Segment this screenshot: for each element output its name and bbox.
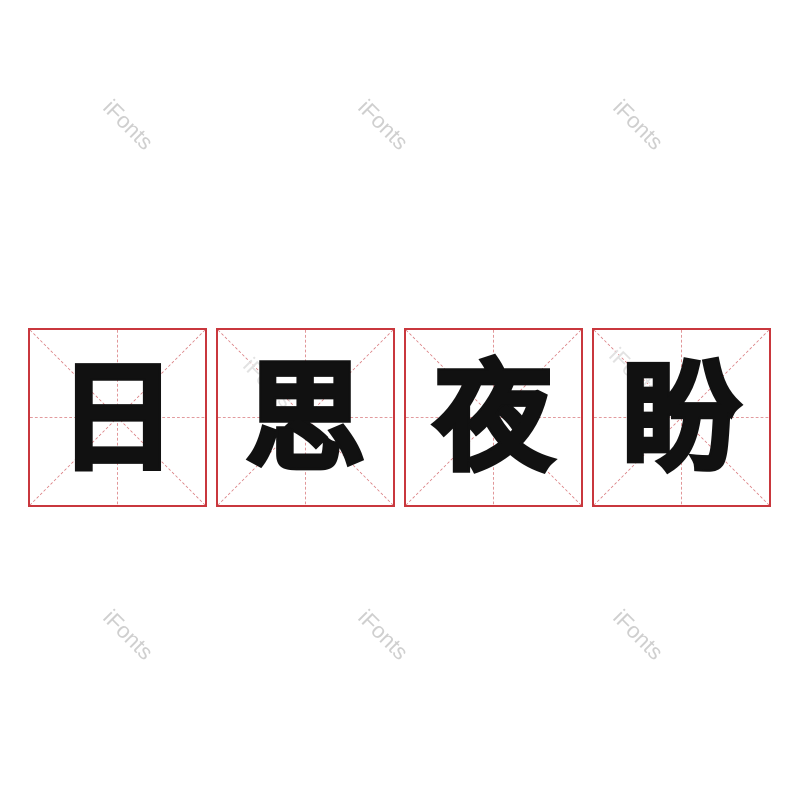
watermark-text: iFonts: [353, 94, 414, 155]
watermark-text: iFonts: [98, 604, 159, 665]
watermark-text: iFonts: [608, 604, 669, 665]
character-glyph: 日: [56, 348, 179, 487]
watermark-text: iFonts: [608, 94, 669, 155]
character-cell: 日: [28, 328, 207, 507]
grid-guides: [218, 330, 393, 505]
character-cell: iFonts 盼: [592, 328, 771, 507]
grid-guides: [594, 330, 769, 505]
watermark-text: iFonts: [98, 94, 159, 155]
character-grid-row: 日 iFonts 思 夜: [28, 328, 773, 510]
character-cell: 夜: [404, 328, 583, 507]
watermark-text: iFonts: [353, 604, 414, 665]
grid-guides: [406, 330, 581, 505]
character-cell: iFonts 思: [216, 328, 395, 507]
character-glyph: 夜: [432, 348, 555, 487]
character-glyph: 盼: [620, 348, 743, 487]
grid-guides: [30, 330, 205, 505]
character-glyph: 思: [244, 348, 367, 487]
